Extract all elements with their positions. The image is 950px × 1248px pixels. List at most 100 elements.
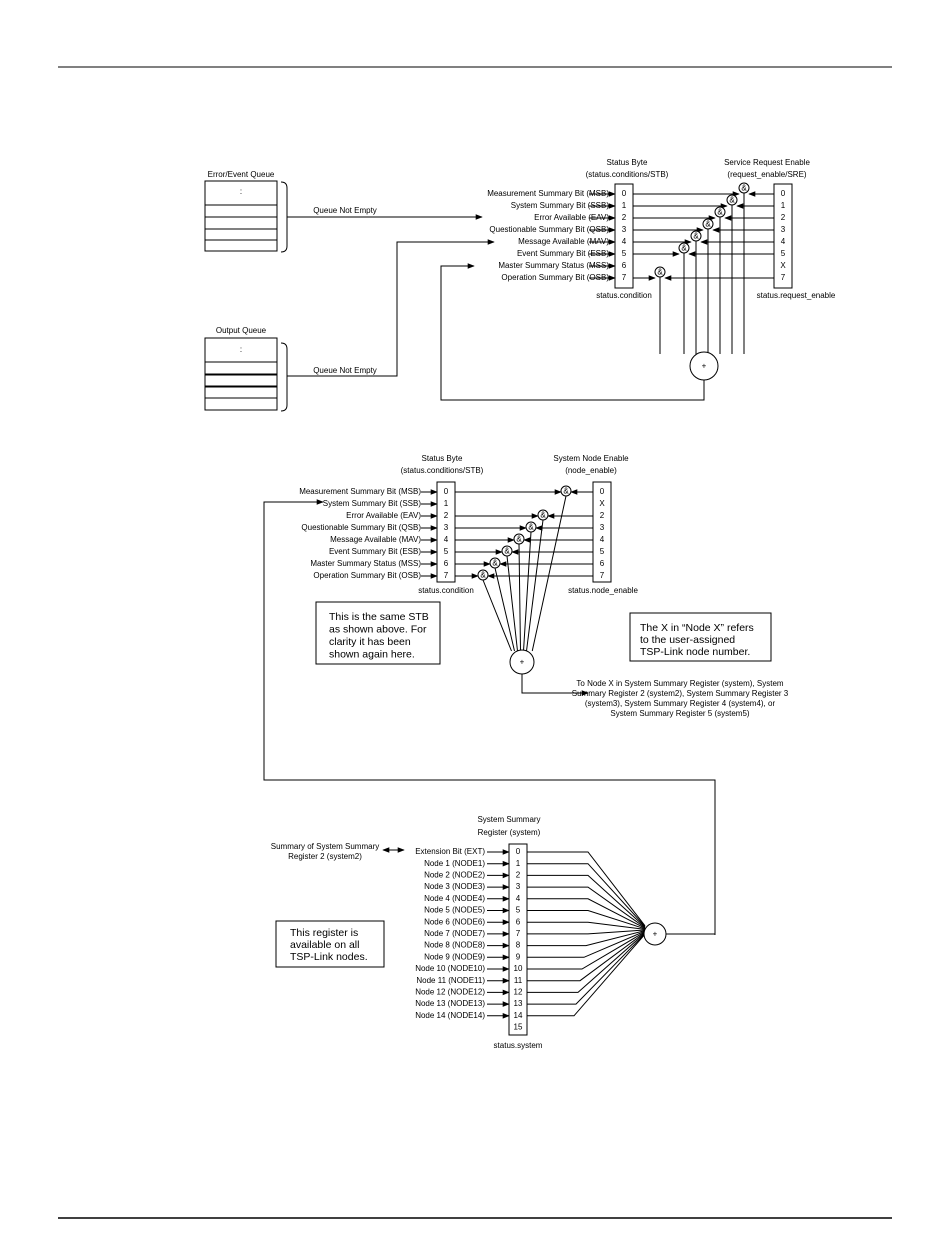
system-summary-bit-number: 6 [516, 917, 521, 926]
system-summary-bit-number: 3 [516, 882, 521, 891]
status-byte-2-subtitle: (status.conditions/STB) [401, 466, 484, 475]
or-gate-node-symbol: + [520, 658, 525, 667]
system-summary-bit-label: Node 12 (NODE12) [415, 988, 485, 997]
status-byte-bit-label: Measurement Summary Bit (MSB) [487, 189, 609, 198]
status-byte-bit-number: 5 [622, 249, 627, 258]
to-node-x-line [521, 674, 589, 696]
to-node-x-text: To Node X in System Summary Register (sy… [576, 679, 784, 688]
or-gate-srq-symbol: + [702, 362, 707, 371]
same-stb-note-line: as shown above. For [329, 623, 427, 635]
status-byte-2-bit-number: 6 [444, 559, 449, 568]
status-byte-subtitle: (status.conditions/STB) [586, 170, 669, 179]
status-byte-bit-number: 6 [622, 261, 627, 270]
system-summary-to-or-line [527, 931, 646, 982]
and-gate-symbol: & [705, 220, 711, 229]
system-summary-box [508, 843, 528, 1036]
sne-bit-number: 3 [600, 523, 605, 532]
status-byte-bit-label: Master Summary Status (MSS) [498, 261, 609, 270]
status-byte-2-bit-label: Master Summary Status (MSS) [310, 559, 421, 568]
register-note-line: TSP-Link nodes. [290, 951, 368, 963]
or-gate-system-symbol: + [653, 930, 658, 939]
system-summary-bit-number: 11 [514, 976, 523, 985]
system-summary-bit-number: 12 [514, 988, 523, 997]
sre-footer: status.request_enable [757, 291, 836, 300]
sre-bit-number: 3 [781, 225, 786, 234]
and-gate-symbol: & [741, 184, 747, 193]
link-label-line2: Register 2 (system2) [288, 852, 362, 861]
and-gate-node-symbol: & [516, 535, 522, 544]
system-summary-bit-number: 13 [514, 999, 523, 1008]
same-stb-note-line: shown again here. [329, 648, 415, 660]
status-byte-bit-label: System Summary Bit (SSB) [511, 201, 610, 210]
system-summary-bit-label: Node 6 (NODE6) [424, 917, 485, 926]
and-gate-node-symbol: & [528, 523, 534, 532]
system-summary-bit-number: 15 [514, 1023, 523, 1032]
status-byte-section: Error/Event Queue:Queue Not EmptyOutput … [204, 158, 836, 412]
status-byte-2-box [436, 481, 456, 583]
status-byte-2-bit-number: 5 [444, 547, 449, 556]
error-queue-brace [280, 181, 288, 253]
error-queue-signal-label: Queue Not Empty [313, 206, 377, 215]
status-byte-title: Status Byte [607, 158, 648, 167]
status-byte-2-bit-number: 1 [444, 499, 449, 508]
sre-bit-number: 2 [781, 213, 786, 222]
status-byte-bit-number: 3 [622, 225, 627, 234]
and-to-or-line [482, 579, 512, 652]
system-summary-bit-label: Node 3 (NODE3) [424, 882, 485, 891]
system-summary-bit-label: Node 8 (NODE8) [424, 941, 485, 950]
sre-bit-number: 1 [781, 201, 786, 210]
and-to-or-line [531, 495, 567, 652]
sne-title: System Node Enable [553, 454, 629, 463]
output-queue-title: Output Queue [216, 326, 267, 335]
sre-subtitle: (request_enable/SRE) [727, 170, 806, 179]
status-byte-2-title: Status Byte [422, 454, 463, 463]
error-queue-dots: : [240, 187, 242, 196]
sre-title: Service Request Enable [724, 158, 810, 167]
status-byte-2-footer: status.condition [418, 586, 474, 595]
system-summary-bit-label: Node 4 (NODE4) [424, 894, 485, 903]
sre-bit-number: 4 [781, 237, 786, 246]
system-summary-bit-label: Node 2 (NODE2) [424, 871, 485, 880]
system-summary-bit-label: Node 5 (NODE5) [424, 906, 485, 915]
and-gate-symbol: & [693, 232, 699, 241]
and-gate-node-symbol: & [480, 571, 486, 580]
status-byte-bit-label: Error Available (EAV) [534, 213, 609, 222]
status-byte-2-bit-label: Measurement Summary Bit (MSB) [299, 487, 421, 496]
system-summary-to-or-line [527, 930, 646, 958]
system-summary-bit-number: 7 [516, 929, 521, 938]
system-summary-bit-label: Node 11 (NODE11) [416, 976, 485, 985]
output-queue-dots: : [240, 345, 242, 354]
sre-bit-number: 7 [781, 273, 786, 282]
system-summary-bit-number: 1 [516, 859, 521, 868]
system-summary-to-or-line [527, 898, 646, 929]
to-node-x-text: System Summary Register 5 (system5) [610, 709, 749, 718]
register-note-line: This register is [290, 927, 358, 939]
status-byte-2-bit-label: System Summary Bit (SSB) [323, 499, 422, 508]
system-summary-bit-label: Node 9 (NODE9) [424, 952, 485, 961]
and-gate-node-symbol: & [563, 487, 569, 496]
status-byte-bit-label: Operation Summary Bit (OSB) [501, 273, 609, 282]
status-byte-2-bit-label: Error Available (EAV) [346, 511, 421, 520]
and-gate-node-symbol: & [504, 547, 510, 556]
status-byte-bit-number: 0 [622, 189, 627, 198]
to-node-x-text: (system3), System Summary Register 4 (sy… [585, 699, 776, 708]
ssb-feedback-line [263, 499, 716, 935]
system-summary-bit-number: 5 [516, 906, 521, 915]
status-byte-bit-number: 2 [622, 213, 627, 222]
sne-bit-number: 2 [600, 511, 605, 520]
sre-bit-number: 0 [781, 189, 786, 198]
sne-bit-number: 4 [600, 535, 605, 544]
and-to-or-line [494, 567, 515, 652]
and-to-or-line [526, 519, 544, 652]
system-summary-to-or-line [527, 929, 646, 935]
status-byte-2-bit-number: 4 [444, 535, 449, 544]
and-gate-symbol: & [729, 196, 735, 205]
system-summary-bit-number: 2 [516, 871, 521, 880]
node-x-note-line: The X in “Node X” refers [640, 622, 754, 634]
same-stb-note-line: clarity it has been [329, 636, 411, 648]
system-summary-bit-number: 4 [516, 894, 521, 903]
status-byte-bit-label: Questionable Summary Bit (QSB) [489, 225, 609, 234]
sne-bit-number: 0 [600, 487, 605, 496]
system-node-enable-section: Status Byte (status.conditions/STB) status… [263, 454, 789, 935]
system-summary-to-or-line [527, 931, 646, 970]
